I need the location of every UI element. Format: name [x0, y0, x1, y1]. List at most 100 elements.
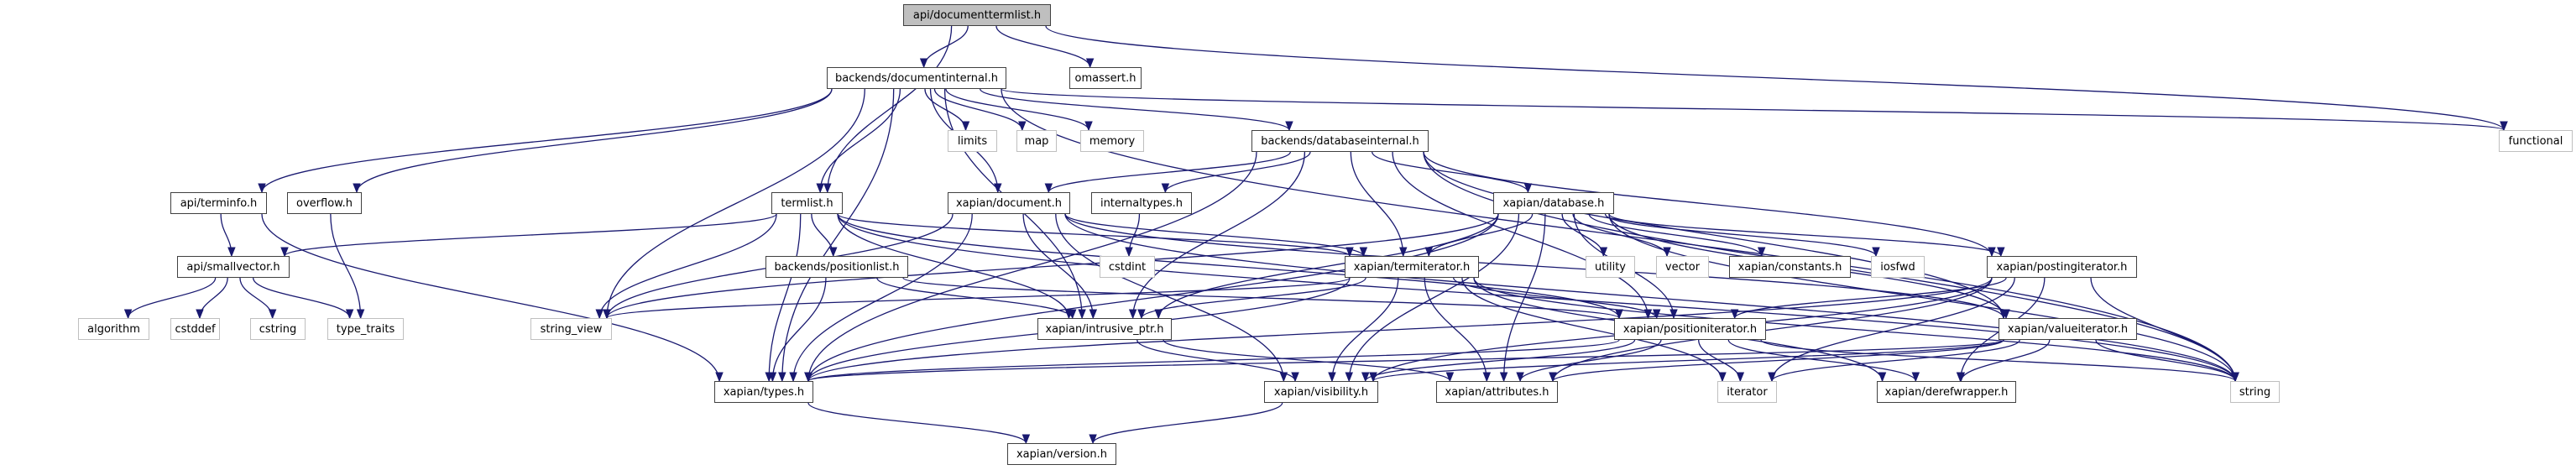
arrowhead-icon	[2231, 372, 2239, 383]
node-iosfwd: iosfwd	[1871, 256, 1925, 278]
node-label: xapian/database.h	[1502, 196, 1605, 210]
node-cstdint: cstdint	[1100, 256, 1155, 278]
node-label: xapian/derefwrapper.h	[1884, 385, 2009, 399]
node-memory: memory	[1080, 130, 1144, 152]
node-smallvector[interactable]: api/smallvector.h	[177, 256, 290, 278]
arrowhead-icon	[1736, 372, 1745, 383]
node-documenttermlist[interactable]: api/documenttermlist.h	[903, 4, 1051, 26]
edge-database-to-iosfwd	[1604, 213, 1877, 257]
node-label: limits	[957, 134, 988, 148]
node-label: type_traits	[336, 322, 395, 336]
node-intrusive-ptr[interactable]: xapian/intrusive_ptr.h	[1037, 318, 1172, 340]
edge-termiterator-to-positioniterator	[1453, 277, 1658, 319]
node-constants[interactable]: xapian/constants.h	[1729, 256, 1851, 278]
node-functional: functional	[2499, 130, 2573, 152]
arrowhead-icon	[1718, 372, 1727, 383]
node-positionlist[interactable]: backends/positionlist.h	[765, 256, 908, 278]
node-label: backends/documentinternal.h	[835, 71, 998, 85]
node-string: string	[2230, 381, 2280, 403]
edge-documentinternal-to-databaseinternal	[980, 88, 1290, 131]
node-limits: limits	[948, 130, 997, 152]
node-label: xapian/positioniterator.h	[1622, 322, 1758, 336]
edge-documenttermlist-to-functional	[1045, 25, 2505, 131]
edge-databaseinternal-to-positioniterator	[1392, 151, 1649, 319]
arrowhead-icon	[1345, 372, 1353, 383]
edge-termlist-to-intrusive_ptr	[837, 213, 1070, 319]
node-map: map	[1016, 130, 1057, 152]
node-label: cstring	[259, 322, 297, 336]
node-positioniterator[interactable]: xapian/positioniterator.h	[1614, 318, 1766, 340]
node-termiterator[interactable]: xapian/termiterator.h	[1345, 256, 1479, 278]
edge-positioniterator-to-derefwrapper	[1727, 339, 1916, 382]
node-database[interactable]: xapian/database.h	[1493, 192, 1614, 214]
arrowhead-icon	[1084, 121, 1093, 132]
arrowhead-icon	[1328, 372, 1336, 383]
node-label: string	[2239, 385, 2271, 399]
arrowhead-icon	[1768, 372, 1776, 383]
arrowhead-icon	[1161, 183, 1170, 194]
node-label: xapian/valueiterator.h	[2007, 322, 2129, 336]
arrowhead-icon	[1878, 372, 1887, 383]
arrowhead-icon	[1361, 372, 1370, 383]
edge-databaseinternal-to-postingiterator	[1423, 151, 1993, 257]
node-documentinternal[interactable]: backends/documentinternal.h	[827, 67, 1006, 89]
arrowhead-icon	[1997, 247, 2005, 258]
arrowhead-icon	[1499, 372, 1508, 383]
node-attributes[interactable]: xapian/attributes.h	[1436, 381, 1558, 403]
node-visibility[interactable]: xapian/visibility.h	[1264, 381, 1378, 403]
edge-termlist-to-termiterator	[837, 213, 1351, 257]
arrowhead-icon	[1757, 247, 1766, 258]
arrowhead-icon	[1291, 372, 1299, 383]
node-termlist[interactable]: termlist.h	[771, 192, 843, 214]
edge-documentinternal-to-termlist	[819, 88, 901, 193]
node-label: xapian/document.h	[955, 196, 1063, 210]
arrowhead-icon	[1018, 121, 1027, 132]
node-databaseinternal[interactable]: backends/databaseinternal.h	[1251, 130, 1429, 152]
node-label: utility	[1595, 260, 1626, 274]
node-label: iosfwd	[1880, 260, 1915, 274]
arrowhead-icon	[345, 309, 354, 320]
edge-database-to-termiterator	[1428, 213, 1534, 257]
arrowhead-icon	[2500, 121, 2508, 132]
edge-smallvector-to-cstring	[239, 277, 274, 319]
node-internaltypes[interactable]: internaltypes.h	[1091, 192, 1192, 214]
node-overflow[interactable]: overflow.h	[287, 192, 362, 214]
arrowhead-icon	[258, 183, 266, 194]
edge-valueiterator-to-derefwrapper	[1960, 339, 2051, 382]
edge-document-to-valueiterator	[1064, 213, 2004, 319]
node-label: algorithm	[87, 322, 140, 336]
node-valueiterator[interactable]: xapian/valueiterator.h	[1999, 318, 2137, 340]
arrowhead-icon	[603, 309, 611, 320]
node-version[interactable]: xapian/version.h	[1007, 443, 1116, 465]
edge-database-to-intrusive_ptr	[1157, 213, 1499, 319]
edge-types-to-version	[807, 402, 1027, 444]
arrowhead-icon	[1285, 121, 1293, 132]
arrowhead-icon	[1730, 309, 1739, 320]
node-label: xapian/version.h	[1016, 447, 1108, 461]
arrowhead-icon	[715, 372, 724, 383]
edge-documentinternal-to-terminfo	[261, 88, 833, 193]
edge-postingiterator-to-types	[807, 277, 1993, 382]
arrowhead-icon	[1125, 247, 1133, 258]
node-types[interactable]: xapian/types.h	[714, 381, 813, 403]
node-document[interactable]: xapian/document.h	[948, 192, 1070, 214]
arrowhead-icon	[816, 183, 824, 194]
arrowhead-icon	[1085, 58, 1095, 69]
arrowhead-icon	[356, 309, 365, 320]
arrowhead-icon	[1549, 372, 1557, 383]
arrowhead-icon	[280, 247, 289, 258]
edge-termiterator-to-string_view	[606, 277, 1351, 319]
edge-positionlist-to-positioniterator	[902, 277, 1620, 319]
edge-documentinternal-to-memory	[945, 88, 1089, 131]
edge-databaseinternal-to-termiterator	[1350, 151, 1404, 257]
edge-positionlist-to-types	[771, 277, 827, 382]
node-derefwrapper[interactable]: xapian/derefwrapper.h	[1877, 381, 2016, 403]
edge-database-to-visibility	[1348, 213, 1520, 382]
edge-positioniterator-to-string	[1760, 339, 2236, 382]
node-omassert[interactable]: omassert.h	[1069, 67, 1142, 89]
node-terminfo[interactable]: api/terminfo.h	[170, 192, 267, 214]
node-postingiterator[interactable]: xapian/postingiterator.h	[1987, 256, 2137, 278]
edge-databaseinternal-to-document	[1048, 151, 1291, 193]
edge-database-to-constants	[1588, 213, 1763, 257]
